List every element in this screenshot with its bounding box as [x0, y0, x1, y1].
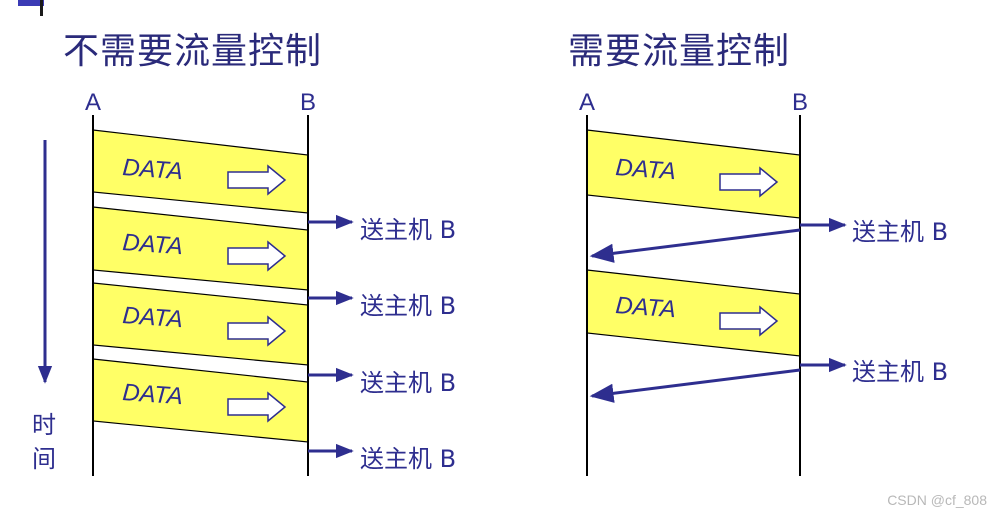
data-frame: DATA [92, 358, 309, 443]
host-b-label: B [300, 89, 316, 116]
deliver-label: 送主机 B [360, 369, 456, 397]
data-frame: DATA [586, 129, 801, 219]
data-label: DATA [615, 292, 677, 323]
hollow-arrow-icon [719, 305, 779, 337]
host-b-label: B [792, 89, 808, 116]
deliver-label: 送主机 B [360, 216, 456, 244]
right-diagram: A B DATA DATA 送主机 B 送主机 B [579, 89, 948, 476]
data-label: DATA [122, 379, 184, 410]
deliver-label: 送主机 B [360, 445, 456, 473]
ack-arrow [589, 228, 801, 263]
data-label: DATA [122, 229, 184, 260]
host-a-label: A [85, 89, 101, 116]
corner-decoration [18, 0, 44, 6]
data-label: DATA [122, 302, 184, 333]
deliver-label: 送主机 B [852, 358, 948, 386]
hollow-arrow-icon [227, 315, 287, 347]
left-diagram: A B DATA DATA DATA DATA 送主机 B [32, 89, 456, 476]
title-flow-control: 需要流量控制 [568, 31, 791, 72]
deliver-label: 送主机 B [852, 218, 948, 246]
time-label-line1: 时 [32, 411, 56, 439]
hollow-arrow-icon [227, 240, 287, 272]
hollow-arrow-icon [227, 164, 287, 196]
corner-tick [40, 0, 43, 16]
hollow-arrow-icon [719, 166, 779, 198]
host-a-label: A [579, 89, 595, 116]
data-frame: DATA [92, 129, 309, 214]
data-frame: DATA [92, 282, 309, 366]
time-label-line2: 间 [32, 445, 56, 473]
data-label: DATA [615, 154, 677, 185]
data-frame: DATA [586, 269, 801, 357]
ack-arrow [589, 368, 801, 403]
deliver-label: 送主机 B [360, 292, 456, 320]
data-frame: DATA [92, 206, 309, 291]
title-no-flow-control: 不需要流量控制 [63, 31, 323, 72]
watermark: CSDN @cf_808 [887, 492, 987, 508]
data-label: DATA [122, 154, 184, 185]
hollow-arrow-icon [227, 391, 287, 423]
